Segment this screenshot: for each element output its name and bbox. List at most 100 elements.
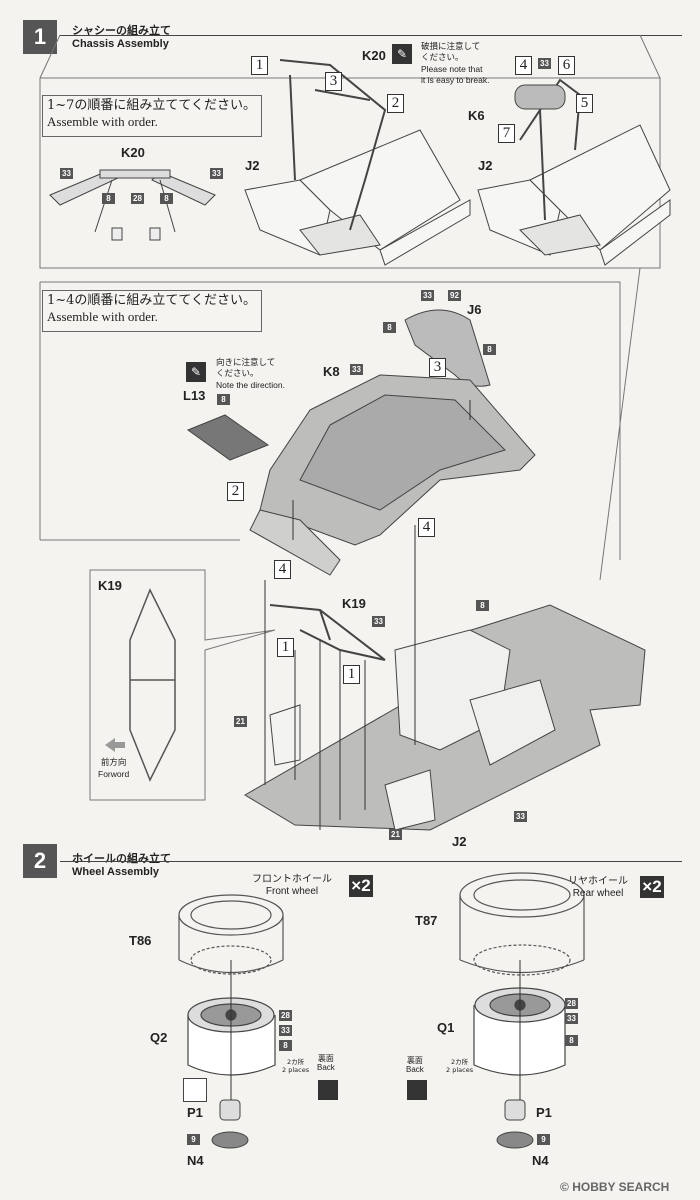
k19-inset-part [129,588,176,782]
order-box-2: 1~4の順番に組み立ててください。 Assemble with order. [42,290,262,332]
front-tire-drawing [178,894,284,975]
forward-direction-label: 前方向 Forword [98,758,129,780]
color-code-tag: 8 [102,193,115,204]
k20-inset-part [49,169,216,241]
watermark-mark: © [560,1180,569,1194]
label-n4-rear: N4 [532,1153,549,1168]
watermark: © HOBBY SEARCH [560,1180,669,1194]
color-code-tag: 8 [483,344,496,355]
two-places-jp: 2カ所 [286,1058,305,1066]
label-t87: T87 [415,913,438,928]
j6-part [404,309,491,387]
rear-tire-drawing [459,872,585,976]
break-warning-icon: ✎ [392,44,412,64]
front-wheel-title: フロントホイール Front wheel [252,874,332,898]
color-code-tag: 21 [389,829,402,840]
rear-two-places: 2カ所 2 places [446,1058,473,1074]
rear-back-note: 裏面 Back [406,1056,424,1074]
step-num-5-top: 5 [576,94,593,113]
label-j2-left: J2 [245,158,260,173]
step-1-title-jp: シャシーの組み立て [72,24,171,37]
step-1-rule [60,35,682,36]
step-num-2-mid: 2 [227,482,244,501]
direction-warning-icon: ✎ [186,362,206,382]
color-code-tag: 8 [217,394,230,405]
label-k8: K8 [323,364,340,379]
step-num-1-left: 1 [277,638,294,657]
color-code-tag: 33 [514,811,527,822]
step-num-3-j6: 3 [429,358,446,377]
glue-icon [407,1080,427,1100]
order-box-1-jp: 1~7の順番に組み立ててください。 [47,98,257,113]
k8-chassis-tub [249,374,536,576]
step-num-4-right: 4 [418,518,435,537]
rear-wheel-title: リヤホイール Rear wheel [568,876,628,900]
no-cement-icon [183,1078,207,1102]
label-k6: K6 [468,108,485,123]
front-qty-badge: ×2 [349,875,373,897]
direction-note-jp2: ください。 [216,369,259,379]
break-note: 破損に注意して ください。 Please note that it is eas… [421,42,490,86]
chassis-view-1 [244,59,471,266]
back-en: Back [317,1063,335,1072]
color-code-tag: 8 [279,1040,292,1051]
label-n4-front: N4 [187,1153,204,1168]
rear-cap-nut [496,1099,534,1149]
color-code-tag: 33 [210,168,223,179]
step-num-1-top: 1 [251,56,268,75]
back-jp: 裏面 [317,1054,334,1063]
step-num-6-top: 6 [558,56,575,75]
color-code-tag: 8 [160,193,173,204]
step-num-4-top: 4 [515,56,532,75]
label-j2-right: J2 [478,158,493,173]
label-k19: K19 [342,596,366,611]
color-code-tag: 33 [60,168,73,179]
order-box-2-en: Assemble with order. [47,309,158,324]
label-j2-main: J2 [452,834,467,849]
assembly-guides [264,400,471,830]
color-code-tag: 9 [187,1134,200,1145]
step-1-title-en: Chassis Assembly [72,38,169,50]
two-places-jp: 2カ所 [450,1058,469,1066]
color-code-tag: 33 [372,616,385,627]
color-code-tag: 28 [131,193,144,204]
color-code-tag: 8 [476,600,489,611]
label-k20-main: K20 [362,48,386,63]
order-box-1: 1~7の順番に組み立ててください。 Assemble with order. [42,95,262,137]
color-code-tag: 92 [448,290,461,301]
label-t86: T86 [129,933,152,948]
front-back-note: 裏面 Back [317,1054,335,1072]
rear-wheel-en: Rear wheel [572,888,624,899]
break-note-en2: it is easy to break. [421,75,490,85]
label-p1-rear: P1 [536,1105,552,1120]
color-code-tag: 33 [350,364,363,375]
color-code-tag: 33 [421,290,434,301]
back-en: Back [406,1065,424,1074]
front-wheel-en: Front wheel [265,886,319,897]
step-num-7-top: 7 [498,124,515,143]
color-code-tag: 33 [565,1013,578,1024]
two-places-en: 2 places [282,1066,310,1074]
forward-en: Forword [98,769,130,779]
color-code-tag: 28 [565,998,578,1009]
l13-part [186,414,270,461]
front-two-places: 2カ所 2 places [282,1058,309,1074]
direction-note-jp1: 向きに注意して [216,358,276,368]
label-j6: J6 [467,302,482,317]
step-2-title-en: Wheel Assembly [72,866,160,878]
back-jp: 裏面 [406,1056,423,1065]
step-2-title-jp: ホイールの組み立て [72,852,171,865]
step-num-2-top: 2 [387,94,404,113]
color-code-tag: 9 [537,1134,550,1145]
direction-note-en: Note the direction. [216,380,285,390]
two-places-en: 2 places [446,1066,474,1074]
color-code-tag: 33 [279,1025,292,1036]
step-num-3-top: 3 [325,72,342,91]
watermark-brand: HOBBY SEARCH [572,1180,670,1194]
break-note-jp1: 破損に注意して [421,42,481,52]
chassis-view-2 [477,78,671,266]
order-box-2-jp: 1~4の順番に組み立ててください。 [47,293,257,308]
break-note-en1: Please note that [421,64,483,74]
order-box-1-en: Assemble with order. [47,114,158,129]
label-k20-inset: K20 [121,145,145,160]
